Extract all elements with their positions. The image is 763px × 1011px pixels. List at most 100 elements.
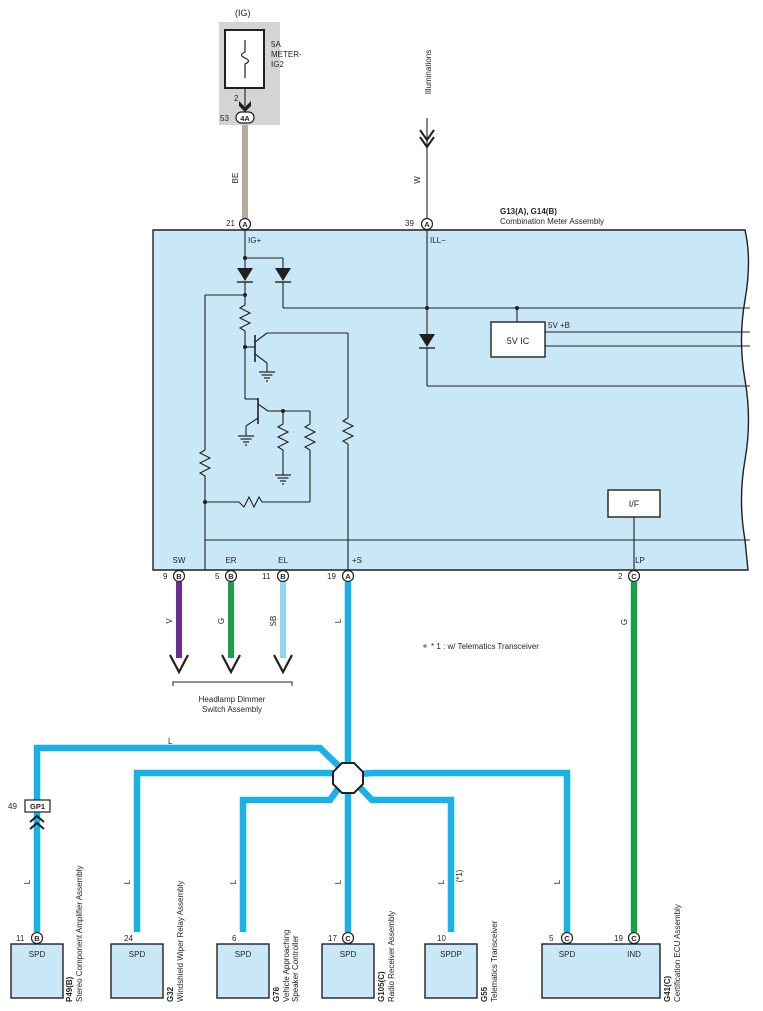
wire-label-g55: L — [437, 879, 446, 884]
gp1-label: GP1 — [30, 802, 45, 811]
component-box — [424, 943, 478, 999]
svg-text:C: C — [345, 934, 351, 943]
component-box — [541, 943, 661, 999]
component-box — [321, 943, 375, 999]
five-volt-ic-out-label: 5V +B — [548, 321, 570, 330]
wire-label-g105: L — [334, 879, 343, 884]
svg-text:B: B — [280, 572, 286, 581]
resistor-icon — [198, 449, 212, 570]
wire-g-label: G — [217, 618, 226, 624]
fuse-name-line2: IG2 — [271, 60, 284, 69]
component-g55-code: G55 — [480, 986, 489, 1002]
wire-g-lp-label: G — [620, 619, 629, 625]
component-g105-code: G105(C) — [377, 971, 386, 1002]
pin-name-el: EL — [278, 556, 288, 565]
connector-s — [341, 569, 355, 583]
wire-label-g32: L — [123, 879, 132, 884]
meter-ill-pin: 39 — [405, 219, 414, 228]
fuse-block: (IG) 5A METER- IG2 2 4A 53 — [219, 8, 302, 125]
pin-name-lp: LP — [635, 556, 645, 565]
svg-text:C: C — [631, 572, 637, 581]
connector-lp — [627, 569, 641, 583]
meter-bottom-pins: SW ER EL +S LP 9 B 5 B 11 B 19 A 2 C — [163, 556, 645, 583]
component-g76-code: G76 — [272, 986, 281, 1002]
fuse-pin-left: 53 — [220, 114, 229, 123]
meter-ig-conn-label: A — [242, 220, 248, 229]
headlamp-switch-wires: V G SB Headlamp Dimmer Switch Assembly — [165, 582, 293, 714]
meter-name: Combination Meter Assembly — [500, 217, 604, 226]
svg-text:SPD: SPD — [559, 950, 576, 959]
fuse-name-line1: METER- — [271, 50, 302, 59]
five-volt-ic — [490, 321, 546, 358]
component-box — [216, 943, 270, 999]
wire-label-g41: L — [553, 879, 562, 884]
diode-icon — [419, 334, 435, 347]
interface-block — [607, 489, 661, 518]
wire-label-p49: L — [23, 879, 32, 884]
svg-text:IND: IND — [627, 950, 641, 959]
svg-text:10: 10 — [437, 934, 446, 943]
component-g76-name-line1: Vehicle Approaching — [282, 930, 291, 1003]
speed-signal-wiring: L L GP1 49 L L L L L (*1) L — [8, 582, 571, 932]
fuse-rating: 5A — [271, 40, 281, 49]
meter-panel — [152, 229, 750, 571]
svg-text:SPD: SPD — [235, 950, 252, 959]
svg-text:C: C — [564, 934, 570, 943]
svg-text:11: 11 — [16, 934, 25, 943]
component-g32-name: Windshield Wiper Relay Assembly — [176, 881, 185, 1002]
interface-label: I/F — [629, 499, 640, 509]
svg-text:B: B — [228, 572, 234, 581]
wire-v-label: V — [165, 618, 174, 624]
gp1-pin: 49 — [8, 802, 17, 811]
component-g41-name: Certification ECU Assembly — [673, 904, 682, 1002]
pin-num-s: 19 — [327, 572, 336, 581]
component-p49: 11 B SPD P49(B) Stereo Component Amplifi… — [10, 865, 84, 1002]
meter-ill-label: ILL− — [430, 236, 446, 245]
connector-sw — [172, 569, 186, 583]
component-box — [10, 943, 64, 999]
chevron-up-icon — [29, 814, 45, 830]
wire-be-label: BE — [231, 173, 240, 184]
bracket — [172, 681, 293, 686]
component-g55: 10 SPDP G55 Telematics Transceiver — [424, 920, 499, 1002]
pin-num-el: 11 — [262, 572, 271, 581]
diode-icon — [275, 268, 291, 281]
fuse-body — [224, 29, 265, 89]
component-g76: 6 SPD G76 Vehicle Approaching Speaker Co… — [216, 930, 300, 1003]
combination-meter-assembly: G13(A), G14(B) Combination Meter Assembl… — [152, 207, 750, 583]
component-g41-code: G41(C) — [663, 975, 672, 1002]
svg-text:A: A — [345, 572, 351, 581]
svg-text:5: 5 — [549, 934, 554, 943]
fuse-connector-icon — [239, 101, 251, 112]
meter-internal-circuit: 5V IC 5V +B I/F — [198, 230, 750, 570]
wire-tag-g55: (*1) — [455, 869, 464, 882]
diode-icon — [237, 268, 253, 281]
svg-text:24: 24 — [124, 934, 133, 943]
meter-ig-pin: 21 — [226, 219, 235, 228]
component-g76-name-line2: Speaker Controller — [291, 935, 300, 1002]
headlamp-switch-line1: Headlamp Dimmer — [199, 695, 266, 704]
five-volt-ic-label: 5V IC — [507, 336, 530, 346]
meter-code: G13(A), G14(B) — [500, 207, 557, 216]
component-g55-name: Telematics Transceiver — [490, 920, 499, 1002]
headlamp-switch-line2: Switch Assembly — [202, 705, 262, 714]
wire-label-g76: L — [229, 879, 238, 884]
meter-ill-connector — [420, 217, 434, 231]
pin-num-lp: 2 — [618, 572, 623, 581]
connector-el — [276, 569, 290, 583]
resistor-icon — [276, 411, 290, 475]
illumination-label: Illuminations — [424, 50, 433, 94]
component-p49-name: Stereo Component Amplifier Assembly — [75, 865, 84, 1002]
fuse-pin-top: 2 — [234, 94, 239, 103]
illumination-arrow-icon — [419, 129, 435, 142]
svg-text:SPD: SPD — [340, 950, 357, 959]
fuse-connector — [235, 111, 255, 124]
meter-ig-label: IG+ — [248, 236, 261, 245]
svg-text:SPDP: SPDP — [440, 950, 462, 959]
fuse-icon — [240, 40, 250, 78]
resistor-icon — [303, 411, 317, 502]
arrow-down-icon — [169, 654, 189, 675]
component-g41: 5 C 19 C SPD IND G41(C) Certification EC… — [541, 904, 682, 1002]
pin-num-er: 5 — [215, 572, 220, 581]
